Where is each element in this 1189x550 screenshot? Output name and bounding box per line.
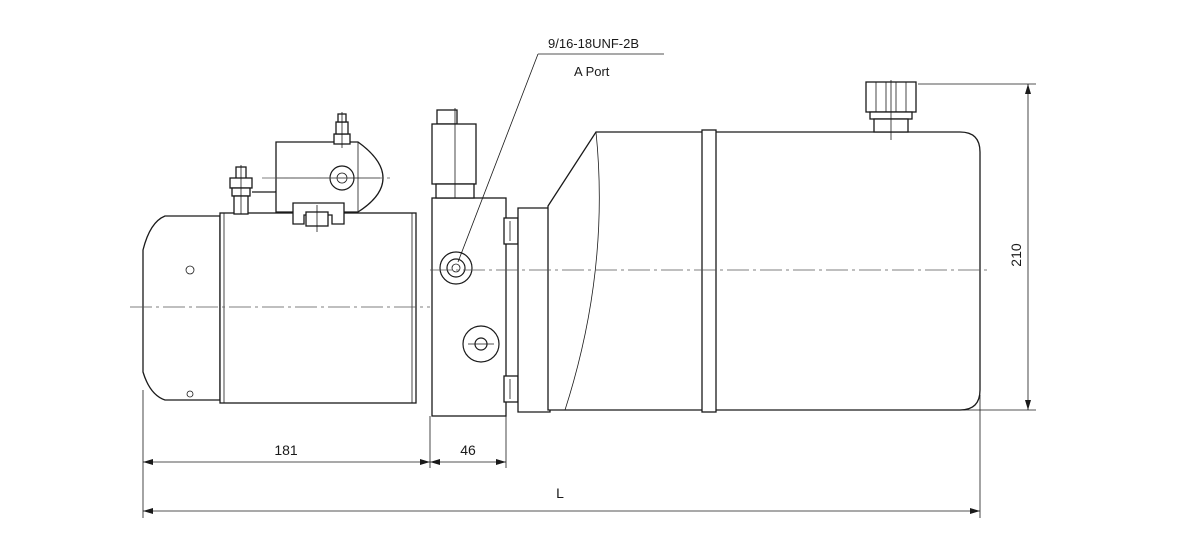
tank-band xyxy=(701,129,717,413)
callout-thread-spec: 9/16-18UNF-2B xyxy=(548,36,639,51)
callout-port-name: A Port xyxy=(574,64,610,79)
motor xyxy=(142,212,417,404)
dim-label-210: 210 xyxy=(1008,243,1024,267)
dim-label-181: 181 xyxy=(274,442,298,458)
motor-vent-hole-lower xyxy=(186,390,194,398)
reservoir-tank xyxy=(517,80,981,413)
relief-valve xyxy=(431,108,477,199)
motor-vent-hole xyxy=(185,265,195,275)
tank-body xyxy=(547,131,981,411)
manifold-block xyxy=(431,197,519,417)
lower-port xyxy=(462,325,500,363)
a-port xyxy=(439,251,473,285)
motor-housing xyxy=(219,212,417,404)
extension-lines xyxy=(142,83,1036,518)
motor-end-cap xyxy=(142,215,221,401)
a-port-callout: 9/16-18UNF-2B A Port xyxy=(457,36,664,263)
dim-label-L: L xyxy=(556,485,564,501)
tank-flange xyxy=(517,207,551,413)
filler-cap xyxy=(865,80,917,140)
dim-label-46: 46 xyxy=(460,442,476,458)
motor-terminal-stud xyxy=(229,165,253,215)
